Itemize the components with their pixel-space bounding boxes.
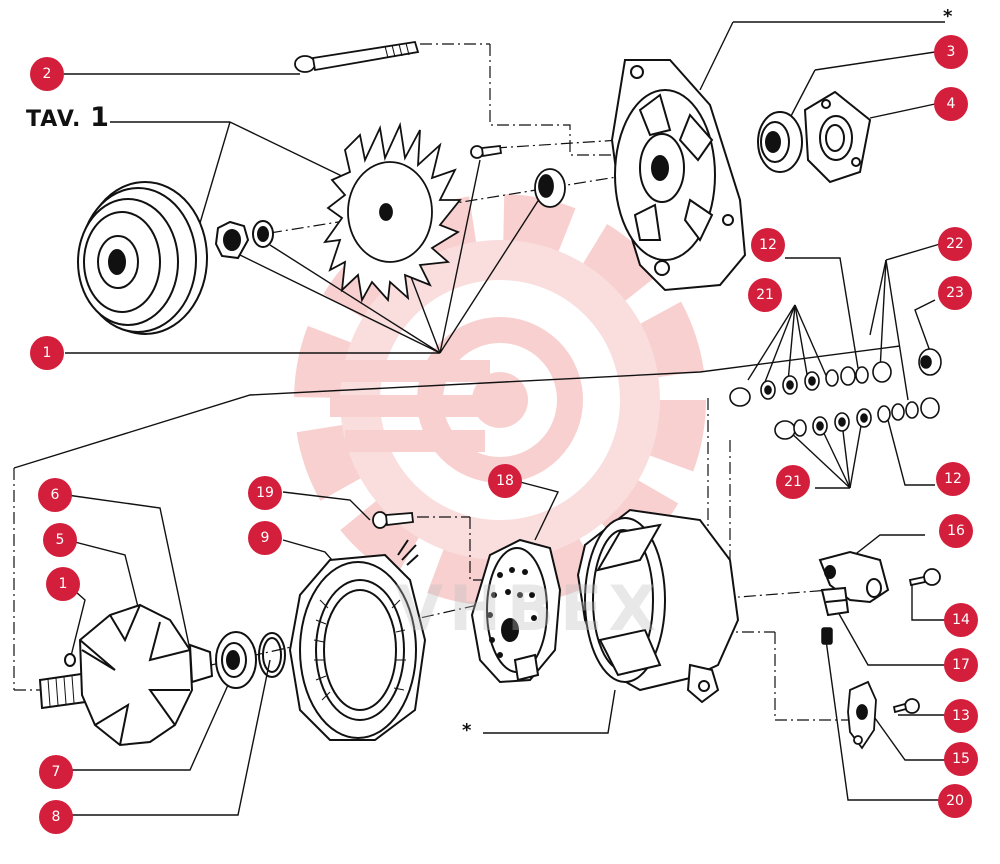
callout-18[interactable]: 18 <box>488 464 522 498</box>
front-end-shield-part <box>610 59 747 292</box>
callout-23[interactable]: 23 <box>938 276 972 310</box>
callout-16[interactable]: 16 <box>939 514 973 548</box>
callout-1-top[interactable]: 1 <box>30 336 64 370</box>
long-bolt-part <box>294 40 420 73</box>
rear-housing-part <box>576 508 740 704</box>
terminal-hardware-part <box>729 348 942 440</box>
callout-12-bottom[interactable]: 12 <box>936 462 970 496</box>
callout-13[interactable]: 13 <box>944 699 978 733</box>
callout-21-bottom[interactable]: 21 <box>776 465 810 499</box>
callout-15[interactable]: 15 <box>944 742 978 776</box>
callout-4[interactable]: 4 <box>934 87 968 121</box>
callout-3[interactable]: 3 <box>934 35 968 69</box>
pulley-part <box>77 181 208 335</box>
callout-5[interactable]: 5 <box>43 523 77 557</box>
watermark-text: VHBEX <box>395 572 663 645</box>
fan-part <box>323 121 462 303</box>
capacitor-clip-part <box>847 680 877 750</box>
callout-1-rotor[interactable]: 1 <box>46 567 80 601</box>
clip-screw-part <box>892 698 920 714</box>
star-marker-top: * <box>943 6 953 27</box>
star-marker-bottom: * <box>462 720 472 741</box>
brush-part <box>821 627 833 645</box>
bearing-part <box>757 111 803 173</box>
callout-17[interactable]: 17 <box>944 648 978 682</box>
callout-6[interactable]: 6 <box>38 478 72 512</box>
callout-2[interactable]: 2 <box>30 57 64 91</box>
callout-14[interactable]: 14 <box>944 603 978 637</box>
callout-9[interactable]: 9 <box>248 521 282 555</box>
nut-washer-part <box>214 220 274 260</box>
callout-19[interactable]: 19 <box>248 476 282 510</box>
callout-20[interactable]: 20 <box>938 784 972 818</box>
regulator-screw-part <box>908 568 941 587</box>
rectifier-bridge-part <box>470 538 562 684</box>
screw-part <box>372 511 414 529</box>
callout-12-top[interactable]: 12 <box>751 228 785 262</box>
voltage-regulator-part <box>818 550 890 617</box>
drawing-title: TAV. 1 <box>26 102 110 133</box>
callout-8[interactable]: 8 <box>39 800 73 834</box>
callout-7[interactable]: 7 <box>39 755 73 789</box>
callout-21-top[interactable]: 21 <box>748 278 782 312</box>
retaining-plate-part <box>803 90 872 184</box>
rotor-part <box>38 603 214 747</box>
title-number: 1 <box>90 102 110 133</box>
shim-ring-part <box>258 632 286 678</box>
title-prefix: TAV. <box>26 107 82 132</box>
rear-bearing-part <box>215 631 257 689</box>
stator-part <box>288 539 427 741</box>
callout-22[interactable]: 22 <box>938 227 972 261</box>
screw-spacer-part <box>470 145 566 208</box>
